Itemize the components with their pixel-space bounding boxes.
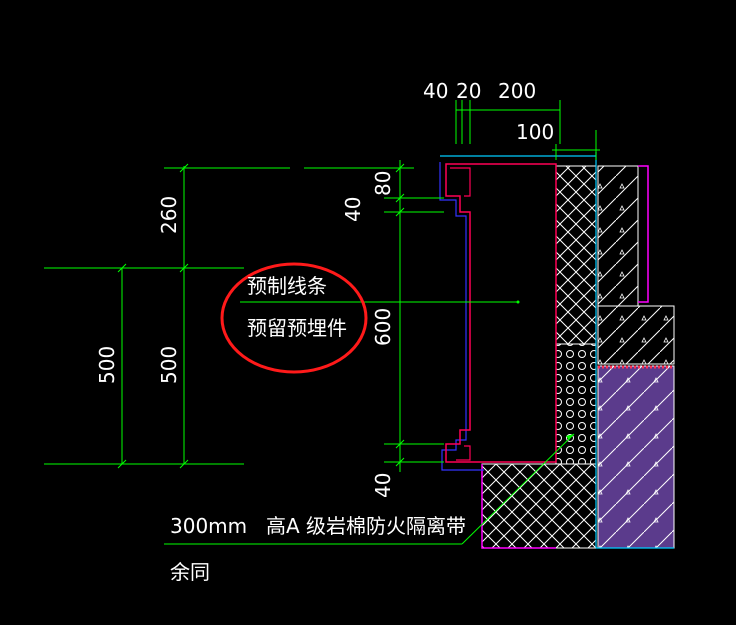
dim-v-260: 260 [157, 196, 181, 234]
panel-outline [445, 163, 557, 463]
firebreak-circles-block [555, 343, 597, 465]
magenta-outline-lower [481, 464, 556, 549]
dim-v-600: 600 [371, 308, 395, 346]
wall-section [439, 152, 675, 549]
dim-top-20: 20 [456, 79, 481, 103]
dim-top-100: 100 [516, 120, 554, 144]
magenta-outline-upper [638, 165, 649, 303]
precast-line-label: 预制线条 [247, 274, 327, 298]
blue-panel-contour [439, 162, 484, 471]
precast-panel [445, 163, 557, 463]
remark-label: 余同 [170, 560, 210, 584]
dim-v-40-lower: 40 [371, 473, 395, 498]
lower-crosshatch-block [481, 463, 597, 549]
panel-inner-bottom [456, 445, 471, 461]
dim-v-500-inner: 500 [157, 346, 181, 384]
embedded-parts-label: 预留预埋件 [247, 316, 347, 340]
upper-crosshatch-block [555, 165, 597, 345]
highlight-circle [220, 262, 368, 374]
dim-top-200: 200 [498, 79, 536, 103]
dimension-lines [44, 100, 600, 545]
dim-v-500-outer: 500 [95, 346, 119, 384]
firebreak-label: 高A 级岩棉防火隔离带 [266, 514, 466, 538]
dim-v-40-upper: 40 [341, 197, 365, 222]
firebreak-width-label: 300mm [170, 514, 247, 538]
upper-concrete-wall [597, 165, 639, 307]
lower-wall-hatch [597, 365, 675, 549]
dim-v-80: 80 [371, 171, 395, 196]
floor-slab [597, 305, 675, 365]
panel-inner-top [450, 167, 471, 197]
dim-top-40: 40 [423, 79, 448, 103]
